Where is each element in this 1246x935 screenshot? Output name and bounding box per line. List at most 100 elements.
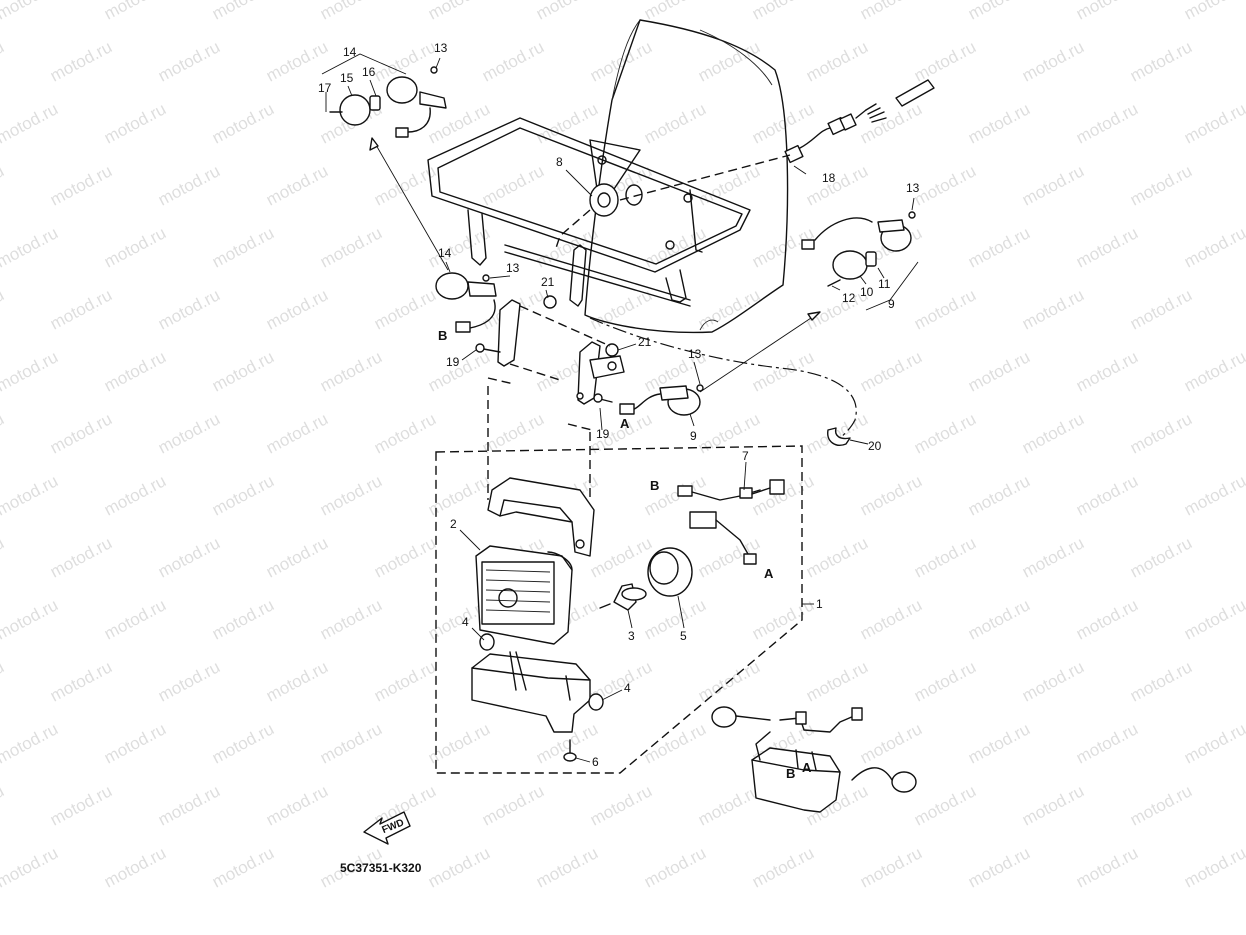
watermark-text: motod.ru	[0, 347, 61, 395]
bulb-cover-5	[647, 547, 693, 597]
watermark-text: motod.ru	[0, 595, 61, 643]
connector-a-assembled: A	[802, 760, 812, 775]
watermark-text: motod.ru	[0, 409, 7, 457]
watermark-text: motod.ru	[47, 37, 115, 85]
watermark-text: motod.ru	[209, 0, 277, 24]
watermark-text: motod.ru	[263, 657, 331, 705]
watermark-text: motod.ru	[803, 409, 871, 457]
watermark-text: motod.ru	[803, 161, 871, 209]
clamp-20	[827, 427, 851, 446]
watermark-text: motod.ru	[533, 843, 601, 891]
watermark-text: motod.ru	[47, 285, 115, 333]
watermark-text: motod.ru	[263, 285, 331, 333]
watermark-text: motod.ru	[857, 99, 925, 147]
watermark-text: motod.ru	[803, 657, 871, 705]
watermark-text: motod.ru	[371, 409, 439, 457]
watermark-text: motod.ru	[479, 781, 547, 829]
harness-route-clamp	[589, 317, 857, 441]
callout-labels: 14 13 15 16 17 8 18 13 11 10 12 9 14 13 …	[318, 41, 920, 769]
watermark-text: motod.ru	[209, 99, 277, 147]
watermark-text: motod.ru	[47, 657, 115, 705]
watermark-text: motod.ru	[1019, 781, 1087, 829]
watermark-text: motod.ru	[155, 781, 223, 829]
watermark-text: motod.ru	[101, 595, 169, 643]
watermark-text: motod.ru	[587, 781, 655, 829]
watermark-text: motod.ru	[911, 285, 979, 333]
watermark-text: motod.ru	[857, 347, 925, 395]
turn-signal-left-exploded	[329, 66, 447, 138]
watermark-text: motod.ru	[857, 719, 925, 767]
wire-harness-18	[784, 79, 935, 164]
watermark-text: motod.ru	[695, 409, 763, 457]
watermark-text: motod.ru	[0, 223, 61, 271]
callout-12: 12	[842, 291, 856, 305]
watermark-text: motod.ru	[1019, 533, 1087, 581]
watermark-text: motod.ru	[1127, 657, 1195, 705]
watermark-text: motod.ru	[425, 843, 493, 891]
screw-6	[563, 739, 577, 762]
callout-13-mid: 13	[688, 347, 702, 361]
arrow-head-left	[369, 137, 379, 151]
watermark-text: motod.ru	[155, 37, 223, 85]
watermark-text: motod.ru	[209, 843, 277, 891]
watermark-text: motod.ru	[371, 657, 439, 705]
watermark-text: motod.ru	[749, 0, 817, 24]
harness-route-upper	[619, 154, 791, 201]
watermark-text: motod.ru	[0, 533, 7, 581]
watermark-text: motod.ru	[1181, 99, 1246, 147]
watermark-text: motod.ru	[263, 533, 331, 581]
connector-b-left: B	[438, 328, 447, 343]
watermark-text: motod.ru	[317, 719, 385, 767]
watermark-text: motod.ru	[155, 533, 223, 581]
watermark-text: motod.ru	[1073, 595, 1141, 643]
watermark-text: motod.ru	[263, 781, 331, 829]
connector-a-mid: A	[620, 416, 630, 431]
watermark-text: motod.ru	[425, 0, 493, 24]
watermark-text: motod.ru	[1127, 37, 1195, 85]
watermark-text: motod.ru	[1019, 657, 1087, 705]
callout-8: 8	[556, 155, 563, 169]
connector-a-harness: A	[764, 566, 774, 581]
watermark-text: motod.ru	[101, 347, 169, 395]
watermark-text: motod.ru	[695, 781, 763, 829]
watermark-text: motod.ru	[803, 533, 871, 581]
headlight-case	[471, 651, 591, 733]
watermark-text: motod.ru	[911, 37, 979, 85]
callout-4-right: 4	[624, 681, 631, 695]
watermark-text: motod.ru	[209, 223, 277, 271]
watermark-text: motod.ru	[911, 409, 979, 457]
watermark-text: motod.ru	[749, 843, 817, 891]
watermark-text: motod.ru	[965, 347, 1033, 395]
callout-9-mid: 9	[690, 429, 697, 443]
callout-7: 7	[742, 449, 749, 463]
watermark-text: motod.ru	[0, 471, 61, 519]
watermark-text: motod.ru	[0, 37, 7, 85]
callout-leaders	[321, 53, 919, 763]
watermark-text: motod.ru	[1019, 37, 1087, 85]
watermark-text: motod.ru	[857, 843, 925, 891]
assembled-view	[711, 706, 917, 813]
watermark-text: motod.ru	[47, 161, 115, 209]
watermark-text: motod.ru	[0, 719, 61, 767]
watermark-text: motod.ru	[155, 409, 223, 457]
watermark-text: motod.ru	[101, 471, 169, 519]
watermark-text: motod.ru	[965, 595, 1033, 643]
watermark-text: motod.ru	[965, 843, 1033, 891]
headlight-frame	[427, 117, 751, 307]
watermark-text: motod.ru	[1127, 409, 1195, 457]
turn-signal-right-exploded	[801, 211, 916, 287]
watermark-text: motod.ru	[1127, 533, 1195, 581]
watermark-text: motod.ru	[1073, 0, 1141, 24]
watermark-text: motod.ru	[1181, 471, 1246, 519]
sub-harness-7	[677, 479, 785, 565]
watermark-text: motod.ru	[587, 533, 655, 581]
callout-1: 1	[816, 597, 823, 611]
watermark-text: motod.ru	[155, 161, 223, 209]
grommet-4-left	[479, 633, 495, 651]
diagram-code: 5C37351-K320	[340, 861, 422, 875]
harness-route-mid	[555, 209, 591, 249]
drop-line-left	[487, 377, 515, 500]
watermark-text: motod.ru	[479, 37, 547, 85]
watermark-text: motod.ru	[0, 657, 7, 705]
bracket-guide	[519, 305, 611, 347]
